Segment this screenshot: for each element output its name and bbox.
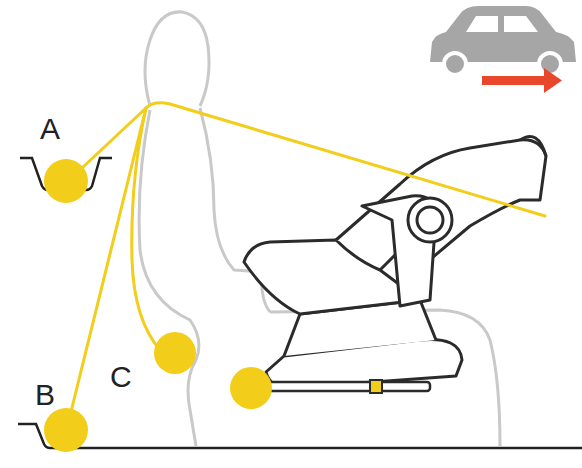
car-icon (430, 6, 576, 75)
isofix-indicator (370, 380, 382, 393)
direction-arrow (482, 68, 562, 93)
callout-letter: B (35, 380, 55, 410)
floor (18, 424, 582, 448)
callout-letter: C (110, 362, 132, 392)
callout-letter: A (40, 114, 60, 144)
vehicle-seat (139, 12, 500, 446)
isofix-arm (256, 382, 430, 391)
child-seat (244, 136, 546, 388)
anchor-points (44, 159, 272, 452)
tether-lines (66, 103, 545, 432)
